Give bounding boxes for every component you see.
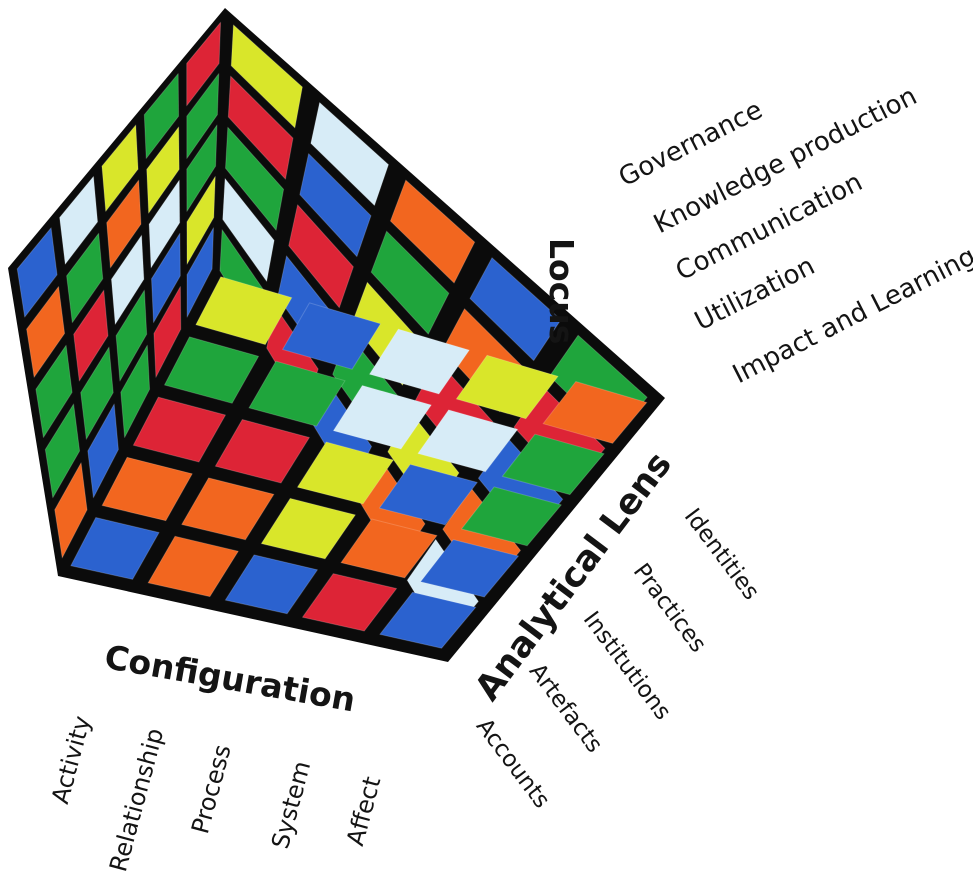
sticker-front-blue <box>224 554 318 615</box>
sticker-front-red <box>302 573 398 632</box>
sticker-front-white <box>369 328 470 395</box>
sticker-left-blue <box>186 227 214 318</box>
sticker-left-red <box>153 286 182 378</box>
sticker-top-red <box>227 75 294 180</box>
sticker-left-yellow <box>186 175 216 265</box>
sticker-front-red <box>132 396 226 463</box>
sticker-front-yellow <box>296 441 394 505</box>
locus-heading: Locus <box>542 238 581 345</box>
sticker-front-blue <box>282 302 381 370</box>
sticker-left-white <box>110 234 145 325</box>
sticker-front-orange <box>101 456 193 522</box>
sticker-left-green <box>186 124 218 212</box>
sticker-front-green <box>461 486 562 547</box>
sticker-left-blue <box>87 403 119 499</box>
sticker-top-orange <box>389 179 476 284</box>
sticker-front-orange <box>340 518 438 579</box>
sticker-top-white <box>222 178 275 282</box>
sticker-front-red <box>214 419 310 484</box>
sticker-front-green <box>501 433 605 496</box>
sticker-top-yellow <box>230 24 303 129</box>
sticker-left-green <box>186 73 220 159</box>
sticker-front-white <box>417 409 519 473</box>
sticker-front-white <box>332 385 432 450</box>
sticker-left-blue <box>151 232 181 324</box>
sticker-top-blue <box>299 153 372 258</box>
sticker-left-green <box>143 73 180 159</box>
sticker-front-blue <box>70 517 160 580</box>
sticker-left-green <box>80 346 114 440</box>
sticker-top-white <box>310 102 389 206</box>
sticker-top-green <box>225 126 285 231</box>
sticker-front-yellow <box>455 354 559 420</box>
sticker-top-green <box>370 230 450 335</box>
sticker-front-orange <box>147 535 239 598</box>
sticker-left-green <box>66 232 104 324</box>
sticker-left-white <box>59 175 99 265</box>
sticker-left-yellow <box>101 124 139 212</box>
sticker-front-blue <box>420 539 519 598</box>
sticker-left-green <box>115 289 148 382</box>
sticker-front-yellow <box>195 276 293 346</box>
sticker-front-green <box>164 336 260 404</box>
sticker-front-blue <box>378 463 478 526</box>
sticker-left-orange <box>54 462 88 559</box>
sticker-left-green <box>44 403 81 499</box>
sticker-left-orange <box>106 179 142 269</box>
sticker-top-blue <box>469 257 562 362</box>
sticker-left-green <box>120 344 151 438</box>
sticker-left-yellow <box>146 126 180 214</box>
sticker-front-blue <box>379 591 477 649</box>
sticker-left-orange <box>26 286 66 378</box>
sticker-front-green <box>248 360 346 427</box>
sticker-front-orange <box>542 381 648 444</box>
sticker-left-red <box>186 21 222 107</box>
sticker-left-blue <box>16 227 58 318</box>
sticker-left-red <box>73 289 109 382</box>
sticker-top-red <box>288 204 354 309</box>
sticker-left-white <box>148 179 181 269</box>
sticker-front-yellow <box>260 497 356 560</box>
sticker-front-orange <box>181 477 275 541</box>
sticker-left-green <box>35 344 73 438</box>
